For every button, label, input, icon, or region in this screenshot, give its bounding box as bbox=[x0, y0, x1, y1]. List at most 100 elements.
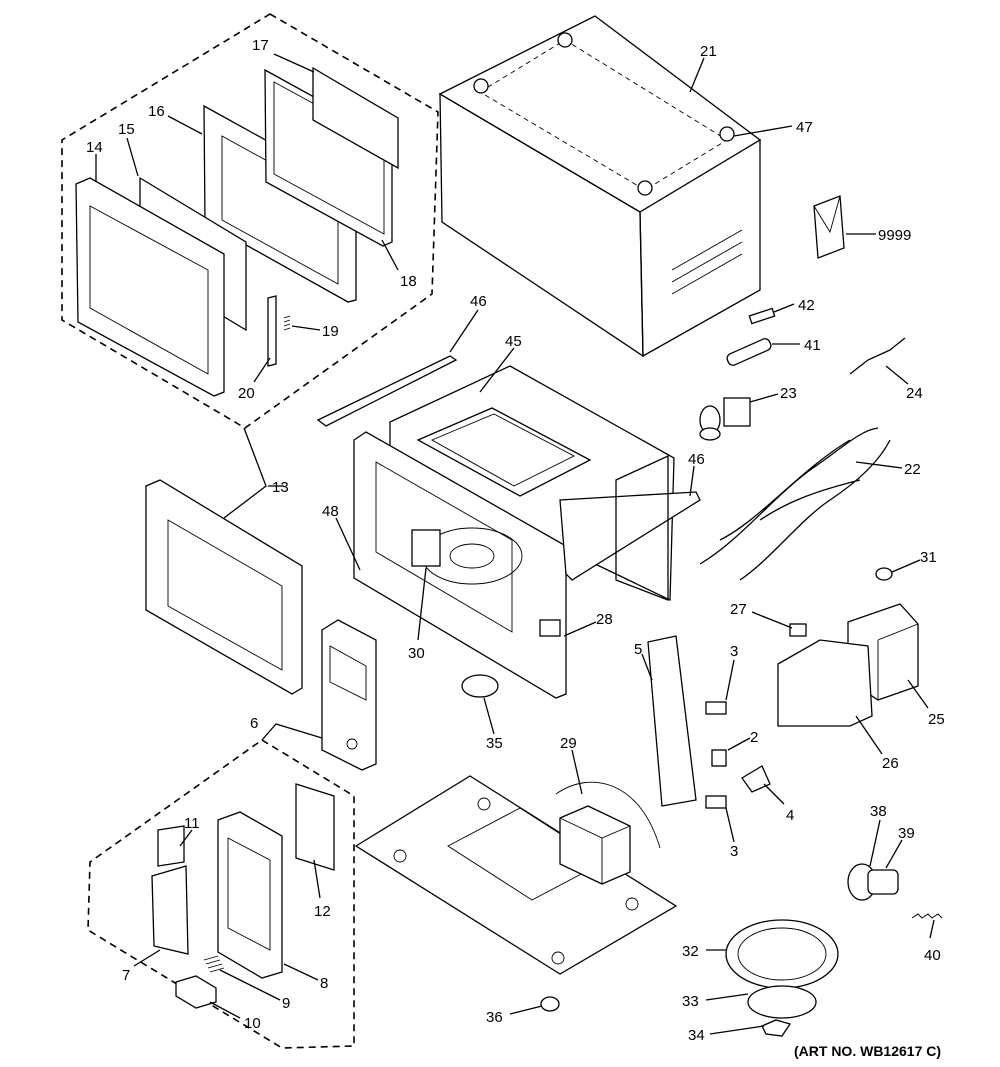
callout-36: 36 bbox=[486, 1009, 503, 1026]
coupling-34 bbox=[761, 1019, 792, 1037]
callout-22: 22 bbox=[904, 461, 921, 478]
callout-21: 21 bbox=[700, 43, 717, 60]
callout-7: 7 bbox=[122, 967, 130, 984]
fuse-holder-41 bbox=[726, 338, 772, 366]
callout-26: 26 bbox=[882, 755, 899, 772]
callout-24: 24 bbox=[906, 385, 923, 402]
callout-6: 6 bbox=[250, 715, 258, 732]
outer-case-21 bbox=[438, 15, 762, 358]
callout-48: 48 bbox=[322, 503, 339, 520]
callout-46-right: 46 bbox=[688, 451, 705, 468]
callout-8: 8 bbox=[320, 975, 328, 992]
callout-9: 9 bbox=[282, 995, 290, 1012]
callout-17: 17 bbox=[252, 37, 269, 54]
control-group-outline bbox=[87, 739, 355, 1049]
spring-9 bbox=[203, 955, 225, 973]
callout-15: 15 bbox=[118, 121, 135, 138]
callout-29: 29 bbox=[560, 735, 577, 752]
callout-18: 18 bbox=[400, 273, 417, 290]
rail-46-right bbox=[559, 491, 701, 581]
foot-36 bbox=[540, 996, 560, 1012]
outer-door-14-window bbox=[89, 205, 209, 375]
callout-13: 13 bbox=[272, 479, 289, 496]
thermal-protector-27 bbox=[789, 623, 807, 637]
glass-tray-32 bbox=[725, 919, 839, 989]
envelope-9999 bbox=[813, 195, 845, 259]
art-number: (ART NO. WB12617 C) bbox=[794, 1043, 941, 1059]
spring-19 bbox=[283, 315, 291, 331]
switch-bracket-5 bbox=[647, 635, 697, 807]
switch-28 bbox=[539, 619, 561, 637]
thermostat-31 bbox=[875, 567, 893, 581]
callout-33: 33 bbox=[682, 993, 699, 1010]
door-13 bbox=[145, 479, 303, 695]
switch-3-upper bbox=[705, 701, 727, 715]
timer-motor-35 bbox=[461, 674, 499, 698]
roller-ring-33 bbox=[747, 985, 817, 1019]
callout-10: 10 bbox=[244, 1015, 261, 1032]
circuit-board-12 bbox=[295, 783, 335, 871]
callout-34: 34 bbox=[688, 1027, 705, 1044]
spring-40 bbox=[911, 913, 943, 919]
callout-30: 30 bbox=[408, 645, 425, 662]
callout-labels: 17 16 15 14 18 19 20 13 21 47 9999 42 41… bbox=[86, 37, 945, 1059]
fuse-42 bbox=[748, 307, 776, 325]
callout-9999: 9999 bbox=[878, 227, 911, 244]
cavity-ceiling-plate bbox=[416, 407, 592, 497]
callout-31: 31 bbox=[920, 549, 937, 566]
switch-2 bbox=[711, 749, 727, 767]
callout-20: 20 bbox=[238, 385, 255, 402]
motor-coupler-39 bbox=[867, 869, 899, 895]
outer-door-14 bbox=[75, 177, 225, 397]
callout-42: 42 bbox=[798, 297, 815, 314]
callout-47: 47 bbox=[796, 119, 813, 136]
callout-45: 45 bbox=[505, 333, 522, 350]
air-duct-26 bbox=[777, 639, 873, 727]
cavity-assembly bbox=[316, 355, 701, 699]
door-group-outline bbox=[61, 13, 439, 429]
transformer-29 bbox=[555, 781, 661, 885]
callout-4: 4 bbox=[786, 807, 794, 824]
callout-32: 32 bbox=[682, 943, 699, 960]
label-11 bbox=[157, 825, 185, 867]
callout-23: 23 bbox=[780, 385, 797, 402]
callout-2: 2 bbox=[750, 729, 758, 746]
callout-27: 27 bbox=[730, 601, 747, 618]
fan-motor-23 bbox=[699, 397, 751, 441]
callout-3-lower: 3 bbox=[730, 843, 738, 860]
callout-35: 35 bbox=[486, 735, 503, 752]
bracket-4 bbox=[741, 765, 771, 793]
callout-25: 25 bbox=[928, 711, 945, 728]
callout-28: 28 bbox=[596, 611, 613, 628]
callout-11: 11 bbox=[184, 815, 200, 832]
button-10 bbox=[175, 975, 217, 1009]
control-panel-parts-group bbox=[87, 739, 355, 1049]
film-17 bbox=[312, 66, 399, 170]
power-cord-24 bbox=[849, 337, 906, 375]
base-plate bbox=[354, 775, 678, 975]
callout-41: 41 bbox=[804, 337, 821, 354]
wire-harness-22 bbox=[699, 427, 891, 581]
front-plate bbox=[353, 431, 567, 699]
leader-lines bbox=[95, 53, 935, 1035]
callout-16: 16 bbox=[148, 103, 165, 120]
callout-46-top: 46 bbox=[470, 293, 487, 310]
envelope-9999-flap bbox=[813, 195, 841, 234]
callout-40: 40 bbox=[924, 947, 941, 964]
callout-5: 5 bbox=[634, 641, 642, 658]
callout-39: 39 bbox=[898, 825, 915, 842]
panel-frame-8 bbox=[217, 811, 283, 979]
control-panel-6 bbox=[321, 619, 377, 771]
callout-14: 14 bbox=[86, 139, 103, 156]
callout-38: 38 bbox=[870, 803, 887, 820]
switch-3-lower bbox=[705, 795, 727, 809]
side-vent bbox=[615, 454, 669, 601]
latch-bracket-30 bbox=[411, 529, 441, 567]
callout-3-upper: 3 bbox=[730, 643, 738, 660]
rail-46-top bbox=[316, 355, 458, 427]
latch-20 bbox=[267, 295, 277, 367]
callout-12: 12 bbox=[314, 903, 331, 920]
touch-panel-7 bbox=[151, 865, 189, 955]
